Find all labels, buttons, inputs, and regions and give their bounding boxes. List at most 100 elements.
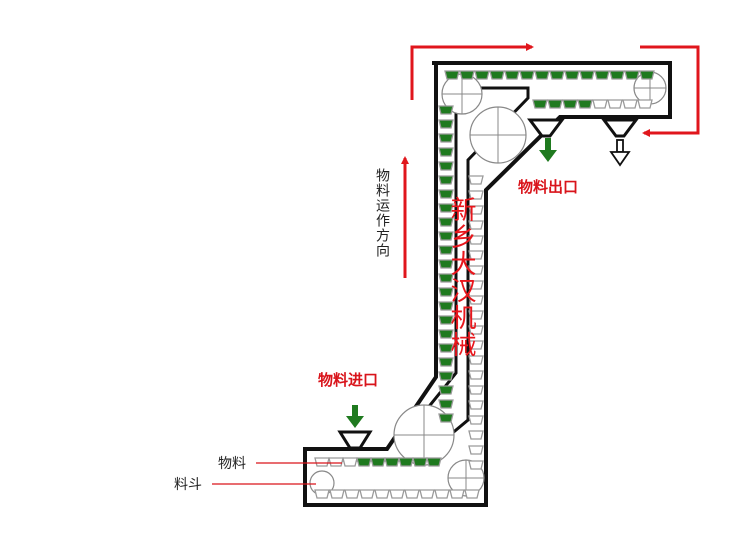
- bucket-full: [504, 70, 520, 80]
- bucket-empty: [374, 489, 390, 499]
- bucket-empty: [342, 457, 358, 467]
- bucket-full: [474, 70, 490, 80]
- bucket-full: [579, 70, 595, 80]
- brand-text: 新乡大汉机械: [446, 196, 476, 358]
- bucket-full: [438, 203, 454, 213]
- conveyor-frame-outer: [303, 61, 672, 507]
- bucket-full: [459, 70, 475, 80]
- bucket-full: [549, 70, 565, 80]
- bucket-empty: [637, 99, 653, 109]
- bucket-full: [438, 231, 454, 241]
- bucket-empty: [344, 489, 360, 499]
- bucket-empty: [468, 175, 484, 185]
- bucket-full: [438, 259, 454, 269]
- bucket-full: [384, 457, 400, 467]
- bucket-empty: [468, 310, 484, 320]
- bucket-full: [438, 287, 454, 297]
- bucket-full: [438, 301, 454, 311]
- bucket-full: [438, 315, 454, 325]
- bucket-empty: [449, 489, 465, 499]
- inlet-hopper: [337, 430, 373, 450]
- bucket-empty: [468, 190, 484, 200]
- bucket-full: [398, 457, 414, 467]
- bucket-empty: [468, 250, 484, 260]
- bucket-full: [426, 457, 442, 467]
- bucket-full: [438, 175, 454, 185]
- bucket-empty: [404, 489, 420, 499]
- bucket-full: [438, 385, 454, 395]
- bucket-full: [438, 133, 454, 143]
- bucket-empty: [468, 415, 484, 425]
- bucket-empty: [329, 489, 345, 499]
- bucket-empty: [468, 235, 484, 245]
- material-out-arrow: [539, 138, 557, 162]
- bucket-full: [438, 217, 454, 227]
- bucket-empty: [468, 340, 484, 350]
- bucket-full: [438, 105, 454, 115]
- bucket-full: [532, 99, 548, 109]
- bucket-empty: [607, 99, 623, 109]
- bucket-full: [577, 99, 593, 109]
- bucket-empty: [468, 265, 484, 275]
- bucket-empty: [622, 99, 638, 109]
- bucket-full: [438, 189, 454, 199]
- arrow-top-left: [410, 43, 534, 100]
- bucket-empty: [468, 460, 484, 470]
- bucket-full: [438, 119, 454, 129]
- bucket-full: [594, 70, 610, 80]
- bucket-empty: [468, 385, 484, 395]
- bucket-full: [519, 70, 535, 80]
- bucket-full: [438, 343, 454, 353]
- bucket-empty: [468, 445, 484, 455]
- bucket-empty: [468, 370, 484, 380]
- bucket-full: [412, 457, 428, 467]
- direction-arrows: [401, 43, 700, 278]
- bucket-full: [438, 357, 454, 367]
- bucket-full: [438, 273, 454, 283]
- material-in-arrow: [346, 405, 364, 428]
- bucket-empty: [468, 220, 484, 230]
- bucket-empty: [468, 295, 484, 305]
- outlet-hopper-left: [527, 118, 565, 138]
- bucket-empty: [328, 457, 344, 467]
- bucket-full: [562, 99, 578, 109]
- bucket-empty: [464, 489, 480, 499]
- arrow-top-right: [640, 45, 700, 137]
- bucket-full: [534, 70, 550, 80]
- bucket-full: [438, 245, 454, 255]
- bucket-full: [438, 329, 454, 339]
- bucket-full: [438, 371, 454, 381]
- bucket-full: [370, 457, 386, 467]
- outlet-label: 物料出口: [518, 178, 579, 196]
- bucket-empty: [314, 489, 330, 499]
- bucket-empty: [359, 489, 375, 499]
- direction-label: 物料运作方向: [374, 168, 390, 258]
- bucket-empty: [592, 99, 608, 109]
- bucket-full: [444, 70, 460, 80]
- bucket-full: [438, 413, 454, 423]
- bucket-label: 料斗: [174, 477, 202, 493]
- material-out-arrow-2: [609, 139, 631, 167]
- bucket-full: [564, 70, 580, 80]
- bucket-empty: [314, 457, 330, 467]
- bucket-full: [624, 70, 640, 80]
- bucket-full: [547, 99, 563, 109]
- bucket-empty: [468, 205, 484, 215]
- material-label: 物料: [218, 456, 246, 472]
- bucket-empty: [468, 400, 484, 410]
- bucket-chain: [314, 70, 655, 499]
- inlet-label: 物料进口: [318, 371, 379, 389]
- outlet-hopper-right: [601, 118, 639, 138]
- bucket-empty: [468, 325, 484, 335]
- bucket-full: [489, 70, 505, 80]
- bucket-empty: [468, 430, 484, 440]
- bucket-empty: [434, 489, 450, 499]
- bucket-empty: [389, 489, 405, 499]
- bucket-empty: [419, 489, 435, 499]
- bucket-full: [639, 70, 655, 80]
- bucket-full: [438, 147, 454, 157]
- bucket-empty: [468, 355, 484, 365]
- bucket-full: [438, 161, 454, 171]
- bucket-full: [356, 457, 372, 467]
